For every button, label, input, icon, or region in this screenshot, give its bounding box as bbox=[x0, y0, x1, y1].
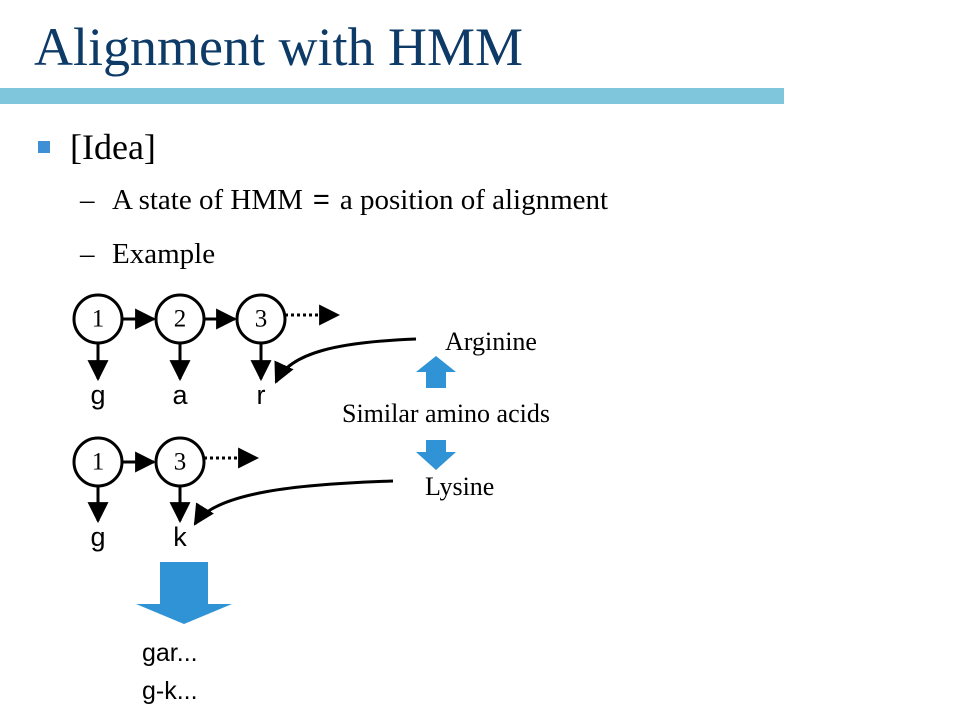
label-arginine: Arginine bbox=[445, 327, 537, 356]
slide-title: Alignment with HMM bbox=[34, 17, 524, 77]
state-node-3: 3 bbox=[235, 293, 287, 345]
down-arrow-icon bbox=[416, 440, 456, 470]
state-label: 1 bbox=[92, 306, 105, 333]
title-underline-bar bbox=[0, 88, 784, 104]
bullet-idea: [Idea] bbox=[70, 127, 156, 167]
sub-bullet-example-text: Example bbox=[112, 238, 216, 270]
result-alignment-line2: g-k... bbox=[142, 677, 198, 705]
emission-k: k bbox=[173, 522, 187, 552]
state-node-1-row2: 1 bbox=[72, 436, 124, 488]
curved-arrow-lysine bbox=[193, 479, 394, 526]
state-node-2: 2 bbox=[154, 293, 206, 345]
emission-r: r bbox=[256, 380, 266, 410]
curved-arrow-arginine bbox=[274, 337, 417, 384]
label-similar-amino-acids: Similar amino acids bbox=[342, 399, 550, 428]
sub-bullet-text-part2: a position of alignment bbox=[339, 184, 609, 216]
result-down-arrow-icon bbox=[136, 562, 232, 624]
state-label: 2 bbox=[174, 306, 187, 333]
state-node-1: 1 bbox=[72, 293, 124, 345]
emission-a: a bbox=[172, 380, 188, 410]
sub-bullet-example: – Example bbox=[80, 236, 215, 272]
state-label: 1 bbox=[92, 449, 105, 476]
sub-bullet-state-definition: – A state of HMM = a position of alignme… bbox=[80, 182, 608, 218]
bullet-square-icon bbox=[38, 141, 50, 153]
state-node-3-row2: 3 bbox=[154, 436, 206, 488]
label-lysine: Lysine bbox=[425, 472, 495, 501]
dash-marker: – bbox=[80, 184, 95, 216]
result-alignment-line1: gar... bbox=[142, 639, 198, 667]
equals-sign: = bbox=[312, 184, 330, 216]
state-label: 3 bbox=[174, 449, 187, 476]
emission-g: g bbox=[90, 380, 106, 410]
sub-bullet-text-part1: A state of HMM bbox=[112, 184, 303, 216]
emission-g-row2: g bbox=[90, 522, 106, 552]
up-arrow-icon bbox=[416, 356, 456, 388]
dash-marker: – bbox=[80, 238, 95, 270]
state-label: 3 bbox=[255, 306, 268, 333]
